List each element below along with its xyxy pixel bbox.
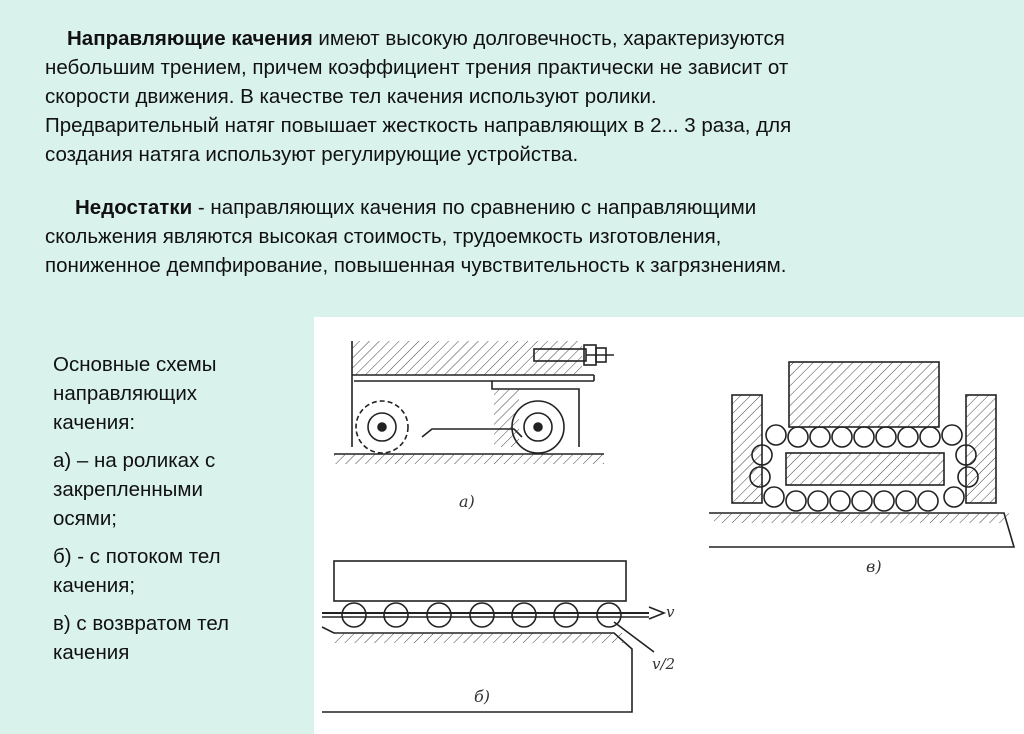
scheme-a-line: осями; (53, 507, 117, 530)
p1-line-5: создания натяга используют регулирующие … (45, 143, 579, 166)
label-v: в) (866, 557, 882, 576)
rolling-guides-figure: а) v v/2 б) (314, 317, 1024, 734)
intro-line: качения: (53, 411, 136, 434)
term-disadvantages: Недостатки (75, 196, 193, 219)
scheme-b-line: качения; (53, 574, 136, 597)
scheme-v-line: качения (53, 641, 130, 664)
label-a: а) (459, 492, 475, 511)
schemes-intro: Основные схемы направляющих качения: (53, 350, 303, 437)
p1-line-1-text: имеют высокую долговечность, характеризу… (312, 27, 785, 50)
schemes-list: Основные схемы направляющих качения: а) … (53, 350, 303, 676)
p1-line-2: небольшим трением, причем коэффициент тр… (45, 56, 789, 79)
scheme-b-line: б) - с потоком тел (53, 545, 221, 568)
label-b: б) (474, 687, 490, 706)
scheme-v-drawing (709, 361, 1016, 548)
p2-line-1-text: - направляющих качения по сравнению с на… (192, 196, 757, 219)
scheme-a: а) – на роликах с закрепленными осями; (53, 446, 303, 533)
p1-line-3: скорости движения. В качестве тел качени… (45, 85, 657, 108)
scheme-b-drawing (321, 560, 667, 713)
p1-line-4: Предварительный натяг повышает жесткость… (45, 114, 792, 137)
speed-label: v (666, 603, 675, 621)
scheme-v: в) с возвратом тел качения (53, 609, 303, 667)
scheme-b: б) - с потоком тел качения; (53, 542, 303, 600)
p1-line-1: Направляющие качения имеют высокую долго… (45, 24, 995, 53)
scheme-v-line: в) с возвратом тел (53, 612, 230, 635)
paragraph-disadvantages: Недостатки - направляющих качения по сра… (45, 193, 995, 280)
scheme-a-line: а) – на роликах с (53, 449, 216, 472)
paragraph-advantages: Направляющие качения имеют высокую долго… (45, 24, 995, 169)
p2-line-1: Недостатки - направляющих качения по сра… (45, 193, 995, 222)
scheme-a-line: закрепленными (53, 478, 203, 501)
p2-line-3: пониженное демпфирование, повышенная чув… (45, 254, 787, 277)
scheme-a-drawing (334, 341, 614, 464)
half-speed-label: v/2 (652, 655, 675, 673)
intro-line: Основные схемы (53, 353, 217, 376)
p2-line-2: скольжения являются высокая стоимость, т… (45, 225, 722, 248)
intro-line: направляющих (53, 382, 198, 405)
term-rolling-guides: Направляющие качения (67, 27, 313, 50)
